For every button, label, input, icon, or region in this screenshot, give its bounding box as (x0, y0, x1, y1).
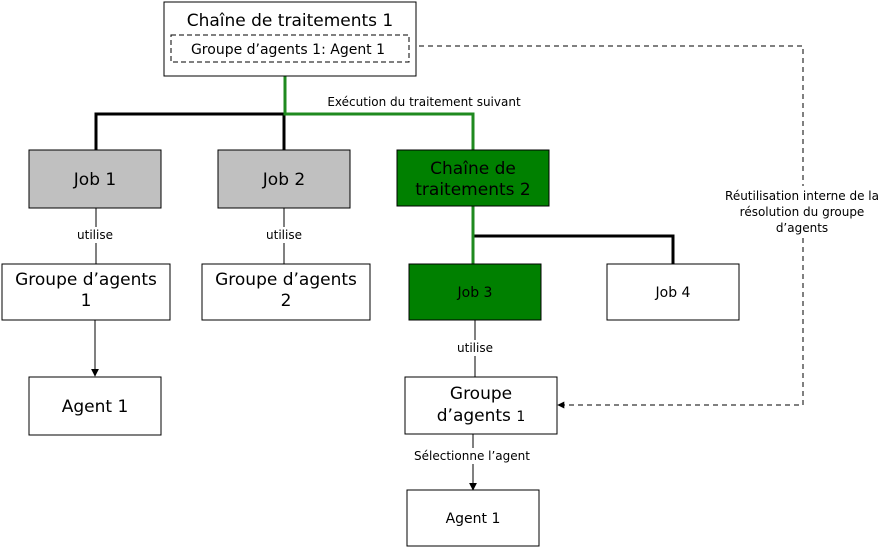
uses-2-bg (259, 227, 309, 243)
group1-line1: Groupe d’agents (15, 270, 157, 290)
label-uses-2: utilise (266, 228, 302, 242)
connector-root-chain2 (283, 76, 475, 150)
job2-label: Job 2 (262, 170, 305, 190)
dashed-reuse-connector (401, 45, 804, 409)
label-uses-1: utilise (77, 228, 113, 242)
chain2-line1: Chaîne de (430, 159, 516, 179)
group2-line1: Groupe d’agents (215, 270, 357, 290)
root-connectors (94, 76, 475, 150)
root-chain-title: Chaîne de traitements 1 (187, 11, 394, 31)
select-label-bg (406, 448, 538, 464)
label-select-agent: Sélectionne l’agent (414, 449, 530, 463)
reuse-line1: Réutilisation interne de la (725, 189, 879, 203)
job1-label: Job 1 (73, 170, 116, 190)
reuse-line2: résolution du groupe (740, 205, 865, 219)
agent1-left-label: Agent 1 (62, 397, 129, 417)
root-inner-label: Groupe d’agents 1: Agent 1 (191, 42, 385, 58)
group-right-line2-text: d’agents (437, 406, 517, 426)
node-job4: Job 4 (606, 263, 740, 321)
reuse-line3: d’agents (776, 221, 828, 235)
node-job2: Job 2 (217, 149, 351, 209)
label-uses-3: utilise (457, 341, 493, 355)
node-agent1-bottom: Agent 1 (406, 489, 540, 547)
connector-chain2-job4 (473, 234, 675, 264)
node-agent1-left: Agent 1 (28, 376, 162, 436)
node-root-chain: Chaîne de traitements 1 Groupe d’agents … (163, 1, 417, 77)
group1-line2: 1 (81, 291, 92, 311)
group-right-line2: d’agents 1 (437, 406, 526, 426)
job4-label: Job 4 (655, 285, 691, 301)
node-job1: Job 1 (28, 149, 162, 209)
root-inner-dashed-box (170, 34, 410, 63)
label-reuse: Réutilisation interne de la résolution d… (714, 186, 888, 236)
node-group1: Groupe d’agents 1 (1, 263, 171, 321)
label-next-execution: Exécution du traitement suivant (327, 95, 521, 109)
node-group2: Groupe d’agents 2 (201, 263, 371, 321)
job3-label: Job 3 (457, 285, 493, 301)
node-chain2: Chaîne de traitements 2 (396, 149, 550, 207)
uses-3-bg (450, 340, 500, 356)
group-right-line1: Groupe (450, 384, 512, 404)
uses-1-bg (70, 227, 120, 243)
node-job3: Job 3 (408, 263, 542, 321)
chain2-connectors (471, 206, 675, 264)
group2-line2: 2 (281, 291, 292, 311)
node-group-right: Groupe d’agents 1 (404, 376, 558, 435)
chain2-line2: traitements 2 (415, 180, 530, 200)
group-right-line2-num: 1 (516, 409, 525, 425)
agent1-bottom-label: Agent 1 (446, 511, 501, 527)
reuse-label-bg (714, 186, 888, 236)
